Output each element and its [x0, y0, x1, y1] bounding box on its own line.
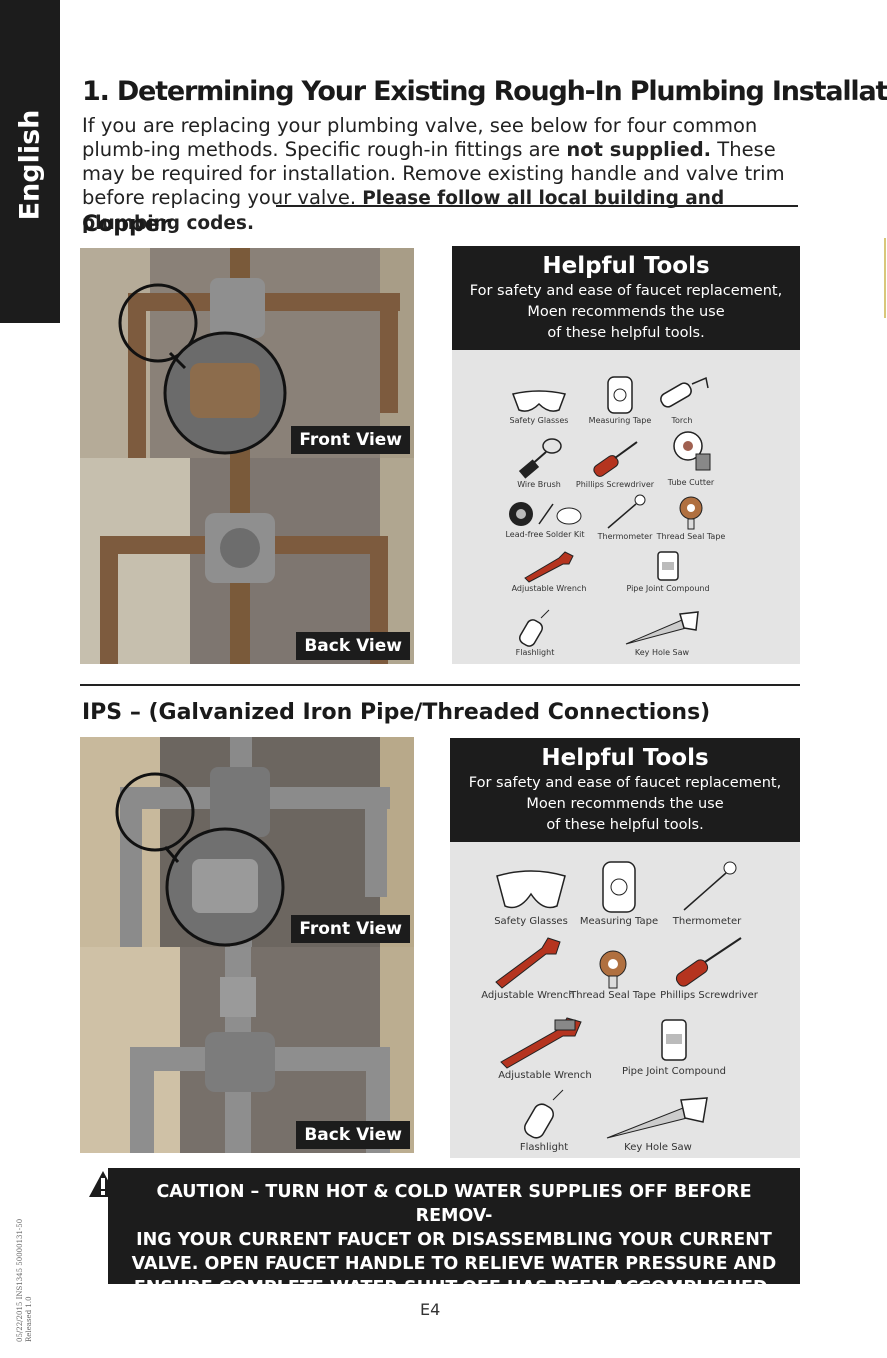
- ips-tool-flashlight: Flashlight: [504, 1088, 584, 1153]
- ips-tool-thread-seal-tape: Thread Seal Tape: [568, 948, 658, 1001]
- caution-banner: CAUTION – TURN HOT & COLD WATER SUPPLIES…: [108, 1168, 800, 1298]
- language-tab-label: English: [14, 109, 46, 221]
- ips-back-view-label: Back View: [296, 1121, 410, 1149]
- section-divider: [80, 684, 800, 686]
- screwdriver-icon: [675, 937, 742, 987]
- tool-pipe-joint-compound: Pipe Joint Compound: [618, 548, 718, 593]
- tool-torch: Torch: [652, 374, 712, 425]
- screwdriver-icon: [593, 441, 638, 477]
- wrench-icon: [524, 551, 574, 583]
- tool-phillips-screwdriver: Phillips Screwdriver: [570, 436, 660, 489]
- tool-key-hole-saw: Key Hole Saw: [612, 608, 712, 657]
- safety-glasses-icon: [511, 390, 567, 412]
- tool-adjustable-wrench: Adjustable Wrench: [504, 548, 594, 593]
- ips-tool-pipe-wrench: Adjustable Wrench: [480, 1014, 610, 1081]
- tool-flashlight: Flashlight: [500, 608, 570, 657]
- saw-icon: [625, 611, 699, 645]
- pipe-compound-icon: [657, 551, 679, 581]
- page-heading: 1. Determining Your Existing Rough-In Pl…: [82, 76, 887, 107]
- copper-helpful-tools-panel: Helpful Tools For safety and ease of fau…: [452, 246, 800, 664]
- intro-paragraph: If you are replacing your plumbing valve…: [82, 114, 785, 234]
- tool-measuring-tape: Measuring Tape: [580, 374, 660, 425]
- ips-tool-key-hole-saw: Key Hole Saw: [598, 1094, 718, 1153]
- ips-tool-pipe-joint-compound: Pipe Joint Compound: [614, 1016, 734, 1077]
- seal-tape-icon: [599, 950, 627, 989]
- codes-notice: Please follow all local building and plu…: [82, 188, 725, 234]
- codes-underline: [276, 205, 798, 207]
- page-number: E4: [420, 1300, 441, 1319]
- ips-tool-safety-glasses: Safety Glasses: [486, 862, 576, 927]
- document-code: 05/22/2015 INS1345 50000131-50 Released …: [16, 1218, 33, 1342]
- measuring-tape-icon: [602, 861, 636, 913]
- copper-front-view-photo: Front View: [80, 248, 414, 458]
- language-tab: English: [0, 0, 60, 323]
- ips-back-view-photo: Back View: [80, 947, 414, 1153]
- copper-back-view-label: Back View: [296, 632, 410, 660]
- saw-icon: [606, 1097, 708, 1139]
- flashlight-icon: [519, 609, 550, 647]
- thermometer-icon: [683, 861, 737, 911]
- wrench-icon: [495, 937, 561, 989]
- solder-kit-icon: [509, 502, 582, 526]
- tool-lead-free-solder-kit: Lead-free Solder Kit: [500, 498, 590, 539]
- tool-safety-glasses: Safety Glasses: [504, 386, 574, 425]
- copper-tools-title: Helpful Tools: [542, 253, 710, 279]
- ips-front-view-photo: Front View: [80, 737, 414, 947]
- copper-tools-header: Helpful Tools For safety and ease of fau…: [452, 246, 800, 350]
- thermometer-icon: [607, 494, 646, 529]
- ips-helpful-tools-panel: Helpful Tools For safety and ease of fau…: [450, 738, 800, 1158]
- ips-tool-adjustable-wrench: Adjustable Wrench: [478, 932, 578, 1001]
- pipe-compound-icon: [661, 1019, 687, 1061]
- seal-tape-icon: [679, 496, 703, 530]
- ips-section-title: IPS – (Galvanized Iron Pipe/Threaded Con…: [82, 700, 711, 725]
- tube-cutter-icon: [673, 431, 711, 471]
- ips-tool-phillips-screwdriver: Phillips Screwdriver: [654, 932, 764, 1001]
- measuring-tape-icon: [607, 376, 633, 414]
- safety-glasses-icon: [496, 870, 566, 909]
- tool-tube-cutter: Tube Cutter: [656, 426, 726, 487]
- flashlight-icon: [524, 1089, 564, 1139]
- ips-tools-title: Helpful Tools: [541, 745, 709, 771]
- tool-thread-seal-tape: Thread Seal Tape: [656, 492, 726, 541]
- wire-brush-icon: [518, 438, 562, 479]
- tool-thermometer: Thermometer: [590, 492, 660, 541]
- ips-tool-measuring-tape: Measuring Tape: [574, 858, 664, 927]
- tool-wire-brush: Wire Brush: [504, 436, 574, 489]
- edge-mark: [884, 238, 886, 318]
- copper-section-title: Copper: [82, 212, 171, 237]
- copper-front-view-label: Front View: [291, 426, 410, 454]
- ips-tool-thermometer: Thermometer: [662, 858, 752, 927]
- ips-front-view-label: Front View: [291, 915, 410, 943]
- torch-icon: [660, 376, 709, 408]
- copper-back-view-photo: Back View: [80, 458, 414, 664]
- ips-tools-header: Helpful Tools For safety and ease of fau…: [450, 738, 800, 842]
- pipe-wrench-icon: [500, 1017, 582, 1069]
